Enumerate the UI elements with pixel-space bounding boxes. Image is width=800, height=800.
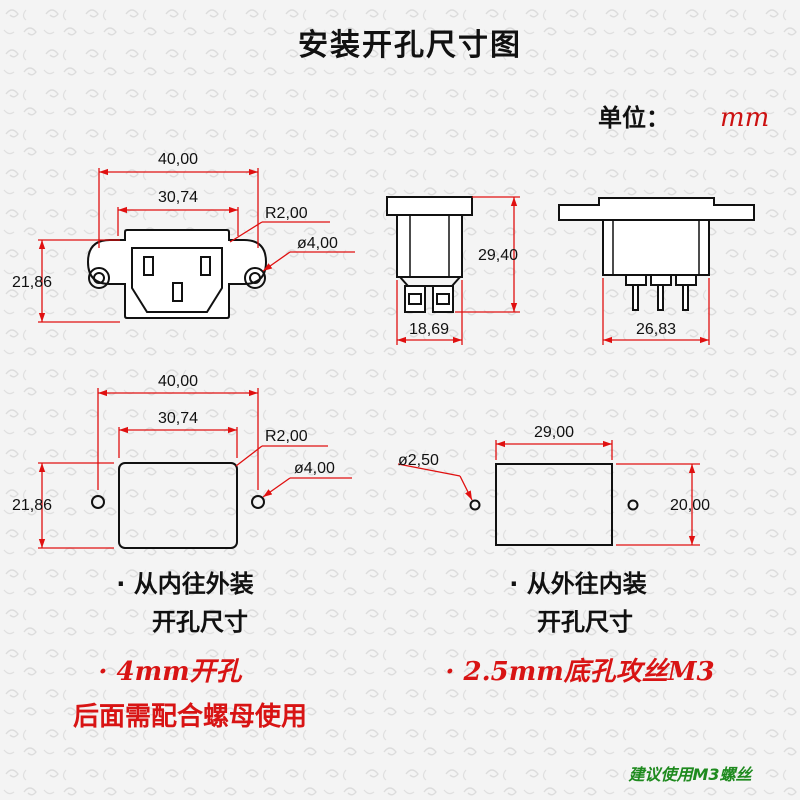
leader-hole-small <box>459 475 473 501</box>
leader-radius <box>229 221 263 243</box>
dim-cut-a-radius: R2,00 <box>265 428 308 445</box>
side-flange <box>386 196 473 216</box>
dim-cut-a-width-total: 40,00 <box>158 373 198 390</box>
dim-cut-b-hole: ø2,50 <box>398 452 439 469</box>
dim-cut-b-height: 20,00 <box>670 497 710 514</box>
terminal-left <box>404 285 426 313</box>
dim-side-height: 29,40 <box>478 247 518 264</box>
footer-recommendation: 建议使用M3螺丝 <box>627 765 753 784</box>
side-view: 29,40 18,69 <box>386 196 520 345</box>
rear-view: 26,83 <box>558 197 755 345</box>
page-title: 安装开孔尺寸图 <box>298 28 522 63</box>
side-base <box>399 276 461 287</box>
rear-pin-base <box>625 274 647 286</box>
cutout-inside-mount: 40,00 30,74 R2,00 ø4,00 21,86 <box>12 373 352 549</box>
dim-rear-width: 26,83 <box>636 321 676 338</box>
pin-slot-right <box>200 256 211 276</box>
note-left-line1: · 从内往外装 <box>116 570 253 598</box>
mount-hole-left-outer <box>88 267 110 289</box>
note-right-line1: · 从外往内装 <box>509 570 646 598</box>
pin-slot-earth <box>172 282 183 302</box>
terminal-left-tab <box>408 293 422 305</box>
rear-pin <box>657 284 664 311</box>
cutout-a-rect <box>118 462 238 549</box>
dim-cut-a-hole: ø4,00 <box>294 460 335 477</box>
terminal-right-tab <box>436 293 450 305</box>
mount-hole-right-inner <box>249 272 261 284</box>
leader-radius <box>235 445 263 467</box>
side-body <box>396 214 463 278</box>
dim-side-width: 18,69 <box>409 321 449 338</box>
note-right-red: · 2.5mm底孔攻丝M3 <box>445 657 714 687</box>
rear-pin <box>682 284 689 311</box>
leader-hole-small-shelf <box>397 463 461 477</box>
dim-cut-a-height: 21,86 <box>12 497 52 514</box>
mount-hole-left-inner <box>93 272 105 284</box>
dim-cut-b-width: 29,00 <box>534 424 574 441</box>
cutout-a-hole-left <box>91 495 105 509</box>
unit-value: mm <box>720 103 769 133</box>
dim-front-width-total: 40,00 <box>158 151 198 168</box>
dim-cut-a-body-width: 30,74 <box>158 410 198 427</box>
cutout-a-hole-right <box>251 495 265 509</box>
unit-label: 单位： <box>598 104 670 132</box>
note-right-line2: 开孔尺寸 <box>537 608 633 636</box>
rear-body <box>602 219 710 276</box>
cutout-outside-mount: ø2,50 29,00 20,00 <box>397 424 710 546</box>
note-left-line2: 开孔尺寸 <box>152 608 248 636</box>
note-left-red2: 后面需配合螺母使用 <box>73 701 307 732</box>
cutout-b-rect <box>495 463 613 546</box>
dim-front-body-width: 30,74 <box>158 189 198 206</box>
leader-hole <box>262 477 291 498</box>
pin-slot-left <box>143 256 154 276</box>
note-left-red1: · 4mm开孔 <box>98 657 242 687</box>
socket-face-outline <box>131 247 223 313</box>
rear-pin <box>632 284 639 311</box>
rear-pin-base <box>675 274 697 286</box>
cutout-b-hole-left <box>469 499 481 511</box>
dim-front-hole: ø4,00 <box>297 235 338 252</box>
mount-hole-right-outer <box>244 267 266 289</box>
dim-front-height: 21,86 <box>12 274 52 291</box>
terminal-right <box>432 285 454 313</box>
leader-hole <box>262 251 291 272</box>
cutout-b-hole-right <box>627 499 639 511</box>
dim-front-radius: R2,00 <box>265 205 308 222</box>
rear-pin-base <box>650 274 672 286</box>
front-view: 40,00 30,74 R2,00 ø4,00 21,86 <box>12 151 355 323</box>
